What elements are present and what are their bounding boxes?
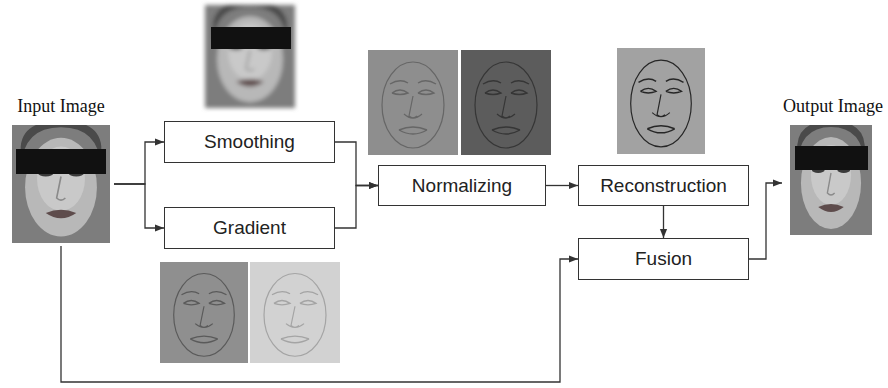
process-label: Normalizing [412, 175, 512, 197]
image-ground [250, 262, 340, 363]
connector-arrow [61, 246, 578, 382]
process-box: Gradient [164, 207, 335, 249]
process-box: Normalizing [378, 165, 546, 206]
connector-arrow [114, 142, 164, 184]
image-title: Input Image [17, 96, 104, 116]
smoothed-face [205, 1, 295, 108]
process-box: Reconstruction [578, 165, 749, 206]
connector-arrow [546, 185, 578, 186]
process-label: Gradient [213, 217, 286, 239]
image-ground [160, 262, 248, 363]
connector-arrow [663, 206, 664, 238]
normalized-face [475, 62, 537, 148]
process-label: Fusion [635, 248, 692, 270]
privacy-bar [16, 149, 106, 174]
connector-arrow [335, 142, 378, 186]
process-box: Fusion [578, 238, 749, 280]
privacy-bar [795, 146, 868, 170]
process-label: Reconstruction [600, 175, 727, 197]
face-image [205, 1, 295, 108]
output-face [790, 121, 872, 235]
connector-arrow [335, 186, 378, 229]
process-box: Smoothing [164, 121, 335, 163]
image-ground [461, 50, 551, 155]
gradient-face [264, 274, 326, 357]
input-face [12, 121, 110, 243]
gradient-face [174, 274, 235, 357]
process-label: Smoothing [204, 131, 295, 153]
connector-arrow [114, 184, 164, 228]
image-panel: Output Image [782, 96, 884, 238]
image-ground [617, 48, 705, 154]
image-panel: Input Image [8, 96, 114, 246]
connector-arrow [749, 183, 782, 259]
normalized-face [382, 62, 444, 148]
image-title: Output Image [783, 96, 883, 116]
privacy-bar [211, 27, 291, 49]
image-ground [368, 50, 458, 155]
reconstructed-face [631, 60, 692, 147]
